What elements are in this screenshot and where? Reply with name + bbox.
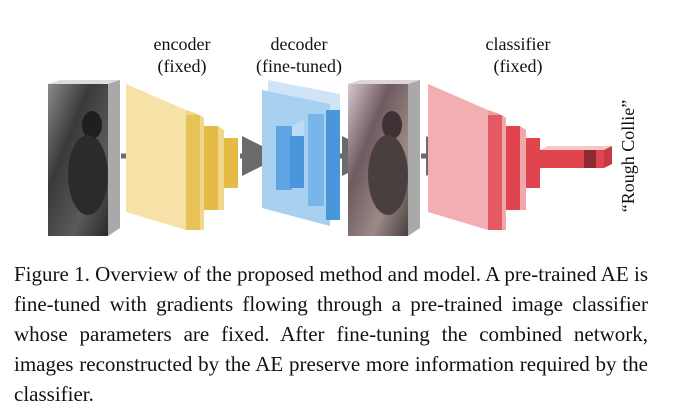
encoder-label: encoder (fixed)	[140, 33, 224, 77]
classifier-label: classifier (fixed)	[470, 33, 566, 77]
output-class-label: “Rough Collie”	[618, 99, 638, 213]
figure-diagram: encoder (fixed) decoder (fine-tuned) cla…	[48, 33, 638, 236]
architecture-diagram	[48, 80, 612, 236]
encoder-label-line1: encoder	[153, 34, 211, 54]
classifier-label-line2: (fixed)	[493, 56, 543, 76]
classifier-block	[428, 84, 612, 230]
decoder-block	[262, 80, 340, 226]
decoder-label-line2: (fine-tuned)	[256, 56, 342, 76]
classifier-label-line1: classifier	[485, 34, 551, 54]
encoder-block	[126, 84, 238, 230]
decoder-label-line1: decoder	[270, 34, 328, 54]
decoder-label: decoder (fine-tuned)	[246, 33, 352, 77]
reconstructed-image	[348, 80, 420, 236]
figure-caption: Figure 1. Overview of the proposed metho…	[14, 262, 648, 406]
encoder-label-line2: (fixed)	[157, 56, 207, 76]
input-image	[48, 80, 120, 236]
